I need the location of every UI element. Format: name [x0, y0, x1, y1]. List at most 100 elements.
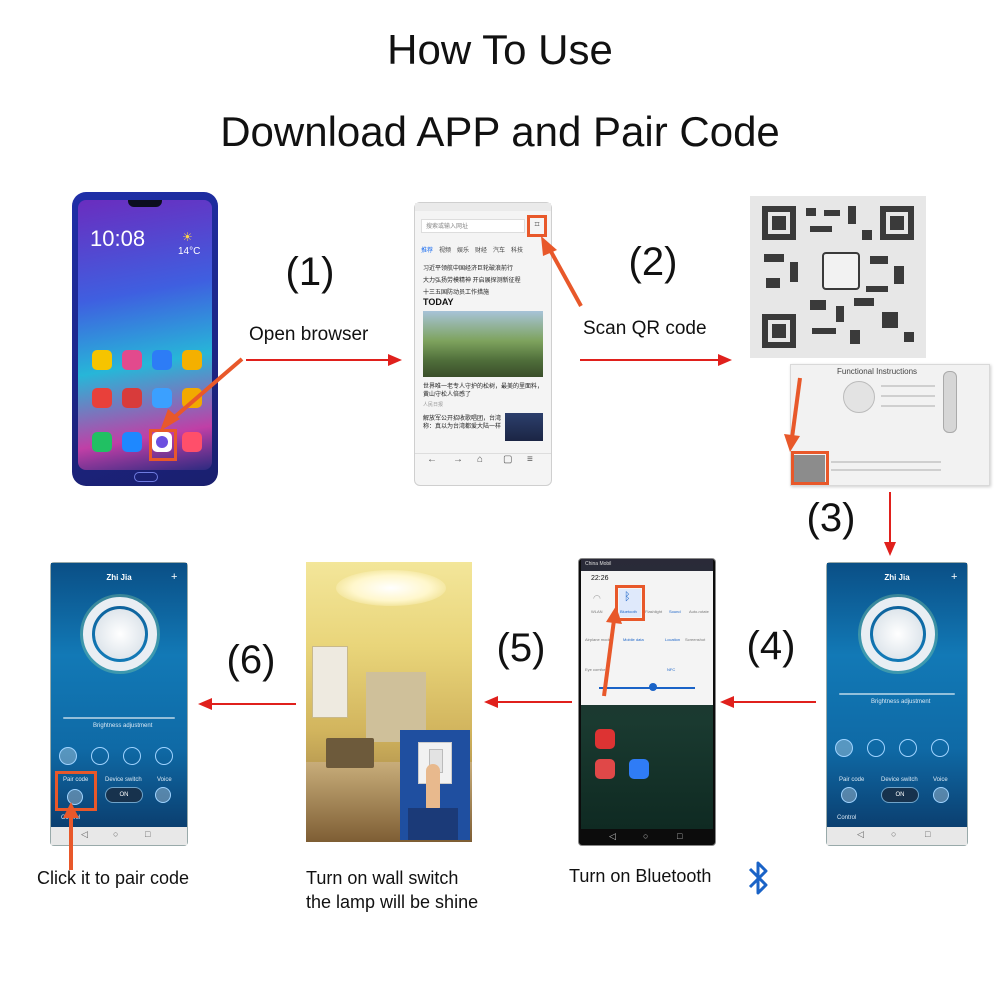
- brightness-slider[interactable]: [63, 717, 175, 719]
- headline-1[interactable]: 习近平领航中国经济巨轮破浪前行: [423, 266, 514, 272]
- mode-icon[interactable]: [123, 747, 141, 765]
- arrow-step-5: [484, 696, 572, 708]
- device-switch-toggle[interactable]: ON: [881, 787, 919, 803]
- home-icon[interactable]: ○: [643, 831, 649, 841]
- step-6-label: (6): [226, 638, 276, 682]
- recents-icon[interactable]: □: [677, 831, 683, 841]
- back-icon[interactable]: ←: [427, 454, 437, 465]
- pair-code-button[interactable]: [841, 787, 857, 803]
- tab-recommend[interactable]: 推荐: [421, 248, 434, 254]
- headline-2[interactable]: 大力弘扬劳模精神 开启展探测新征程: [423, 278, 521, 284]
- tab-tech[interactable]: 科技: [511, 248, 524, 254]
- back-icon[interactable]: ◁: [81, 829, 88, 839]
- mode-icon[interactable]: [155, 747, 173, 765]
- bluetooth-toggle[interactable]: ᛒ Bluetooth: [619, 589, 641, 617]
- app-icon[interactable]: [152, 388, 172, 408]
- mode-icon[interactable]: [867, 739, 885, 757]
- story-2[interactable]: 解放军公开招收歌唱团，台湾称：真以为台湾都爱大陆一样: [423, 416, 502, 430]
- back-icon[interactable]: ◁: [609, 831, 616, 841]
- news-photo[interactable]: [423, 311, 543, 377]
- step-5-label: (5): [496, 626, 546, 670]
- messages-app-icon[interactable]: [122, 432, 142, 452]
- step-3-label: (3): [806, 496, 856, 540]
- app-icon[interactable]: [629, 759, 649, 779]
- android-nav-bar: ◁ ○ □: [579, 829, 715, 845]
- tab-auto[interactable]: 汽车: [493, 248, 506, 254]
- mode-icon[interactable]: [835, 739, 853, 757]
- app-icon[interactable]: [122, 388, 142, 408]
- tab-video[interactable]: 视频: [439, 248, 452, 254]
- voice-button[interactable]: [933, 787, 949, 803]
- title-download-app: Download APP and Pair Code: [220, 108, 780, 155]
- wall-switch-inset: [400, 730, 470, 840]
- app-icon[interactable]: [122, 350, 142, 370]
- tabs-icon[interactable]: ▢: [503, 454, 513, 465]
- arrow-step-1: [246, 354, 402, 366]
- brightness-dial[interactable]: [861, 597, 935, 671]
- tab-finance[interactable]: 财经: [475, 248, 488, 254]
- mode-icon[interactable]: [899, 739, 917, 757]
- android-nav-bar: ◁ ○ □: [51, 827, 187, 845]
- headline-3[interactable]: 十三五国防动员工作措施: [423, 290, 490, 296]
- wlan-label: WLAN: [591, 609, 603, 614]
- scan-callout-box: [527, 215, 547, 237]
- scan-qr-label: Scan QR code: [583, 318, 707, 339]
- step-1-label: (1): [285, 250, 335, 294]
- app-icon[interactable]: [595, 729, 615, 749]
- app-icon[interactable]: [182, 350, 202, 370]
- camera-app-icon[interactable]: [182, 432, 202, 452]
- app-icon[interactable]: [595, 759, 615, 779]
- story-1[interactable]: 世界唯一老专人守护的松树，最美的里面料，黄山守松人倍感了: [423, 384, 544, 398]
- bluetooth-icon: ᛒ: [624, 591, 631, 603]
- app-icon[interactable]: [182, 388, 202, 408]
- bluetooth-callout-box: [615, 585, 645, 621]
- back-icon[interactable]: ◁: [857, 829, 864, 839]
- brightness-label: Brightness adjustment: [93, 723, 153, 729]
- app-icon[interactable]: [92, 388, 112, 408]
- menu-icon[interactable]: ≡: [527, 454, 533, 465]
- brightness-slider[interactable]: [839, 693, 955, 695]
- forward-icon[interactable]: →: [453, 454, 463, 465]
- airplane-label: Airplane mode: [585, 637, 611, 642]
- arrow-step-2: [580, 354, 732, 366]
- manual-qr-thumbnail: [793, 455, 825, 483]
- qr-code: [750, 196, 926, 358]
- mobile-data-label: Mobile data: [623, 637, 644, 642]
- weather-icon: ☀: [182, 230, 193, 244]
- news-thumbnail[interactable]: [505, 413, 543, 441]
- screen-brightness-slider[interactable]: [599, 687, 695, 689]
- home-icon[interactable]: ○: [113, 829, 119, 839]
- home-icon[interactable]: ⌂: [477, 454, 484, 465]
- brightness-slider-thumb[interactable]: [649, 683, 657, 691]
- wlan-icon[interactable]: ◠: [593, 593, 601, 603]
- mode-icon[interactable]: [91, 747, 109, 765]
- add-icon[interactable]: +: [171, 571, 178, 583]
- browser-app-icon[interactable]: [152, 432, 172, 452]
- control-tab[interactable]: Control: [837, 815, 857, 821]
- add-icon[interactable]: +: [951, 571, 958, 583]
- browser-tabs: 推荐 视频 娱乐 财经 汽车 科技: [421, 245, 547, 255]
- home-button[interactable]: [134, 472, 158, 482]
- tab-entertainment[interactable]: 娱乐: [457, 248, 470, 254]
- click-pair-label: Click it to pair code: [37, 868, 190, 888]
- recents-icon[interactable]: □: [145, 829, 151, 839]
- app-icon[interactable]: [92, 350, 112, 370]
- device-switch-toggle[interactable]: ON: [105, 787, 143, 803]
- location-label: Location: [665, 637, 681, 642]
- zhijia-title: Zhi Jia: [106, 573, 132, 582]
- phone-bluetooth-panel: China Mobil 22:26 ◠ WLAN ᛒ Bluetooth Fla…: [578, 558, 716, 846]
- mode-icon[interactable]: [931, 739, 949, 757]
- arrow-to-bluetooth: [602, 606, 622, 697]
- scan-icon[interactable]: ⌗: [534, 219, 540, 229]
- recents-icon[interactable]: □: [925, 829, 931, 839]
- manual-qr-callout-box: [791, 451, 829, 485]
- home-icon[interactable]: ○: [891, 829, 897, 839]
- pair-code-button[interactable]: [67, 789, 83, 805]
- brightness-dial[interactable]: [83, 597, 157, 671]
- device-switch-label: Device switch: [105, 777, 142, 783]
- voice-button[interactable]: [155, 787, 171, 803]
- mode-icon[interactable]: [59, 747, 77, 765]
- browser-search-input[interactable]: 搜索或输入网址: [421, 219, 525, 233]
- app-icon[interactable]: [152, 350, 172, 370]
- phone-app-icon[interactable]: [92, 432, 112, 452]
